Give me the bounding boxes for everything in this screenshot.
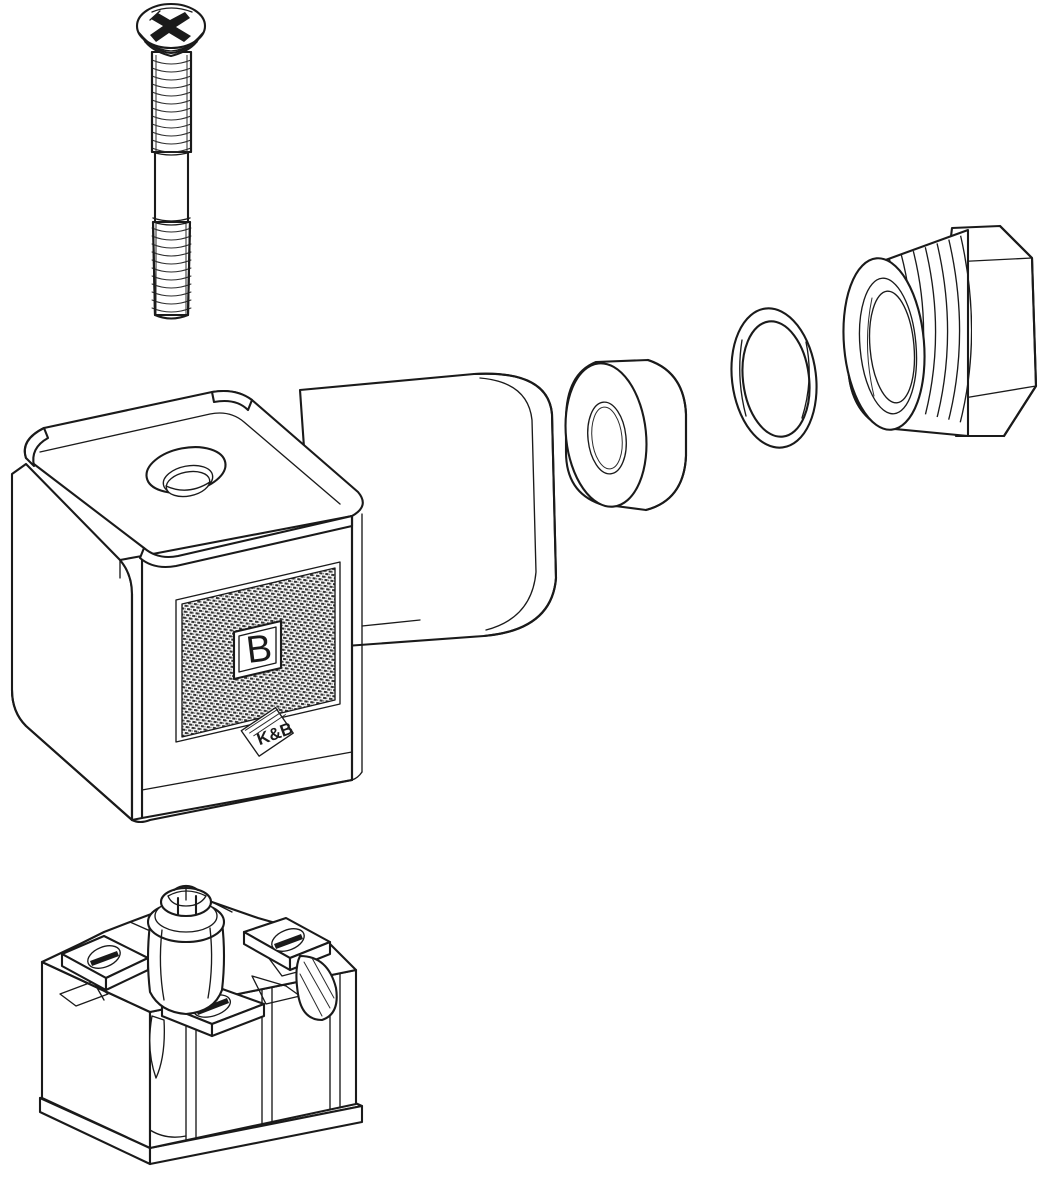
screw-cross-recess-icon (149, 7, 193, 42)
terminal-screw-left (60, 934, 150, 992)
part-cable-gland-nut (842, 224, 1038, 438)
housing-cable-gland-neck (298, 372, 558, 650)
part-terminal-insert-block (38, 884, 364, 1166)
part-connector-housing: B K&B (10, 372, 558, 824)
bushing-bore (587, 401, 627, 475)
housing-corner-fillet-front-left (118, 554, 144, 822)
terminal-side-latch (295, 954, 338, 1022)
housing-front-textured-panel: B (175, 561, 341, 743)
terminal-center-post (146, 884, 226, 1016)
housing-top-screw-hole (145, 446, 227, 498)
gland-bore (868, 290, 916, 404)
screw-thread-upper (151, 55, 192, 153)
part-sealing-o-ring (730, 307, 818, 449)
part-pan-head-screw (135, 2, 207, 320)
housing-plate-letter: B (244, 627, 274, 672)
part-cable-bushing (564, 358, 688, 512)
